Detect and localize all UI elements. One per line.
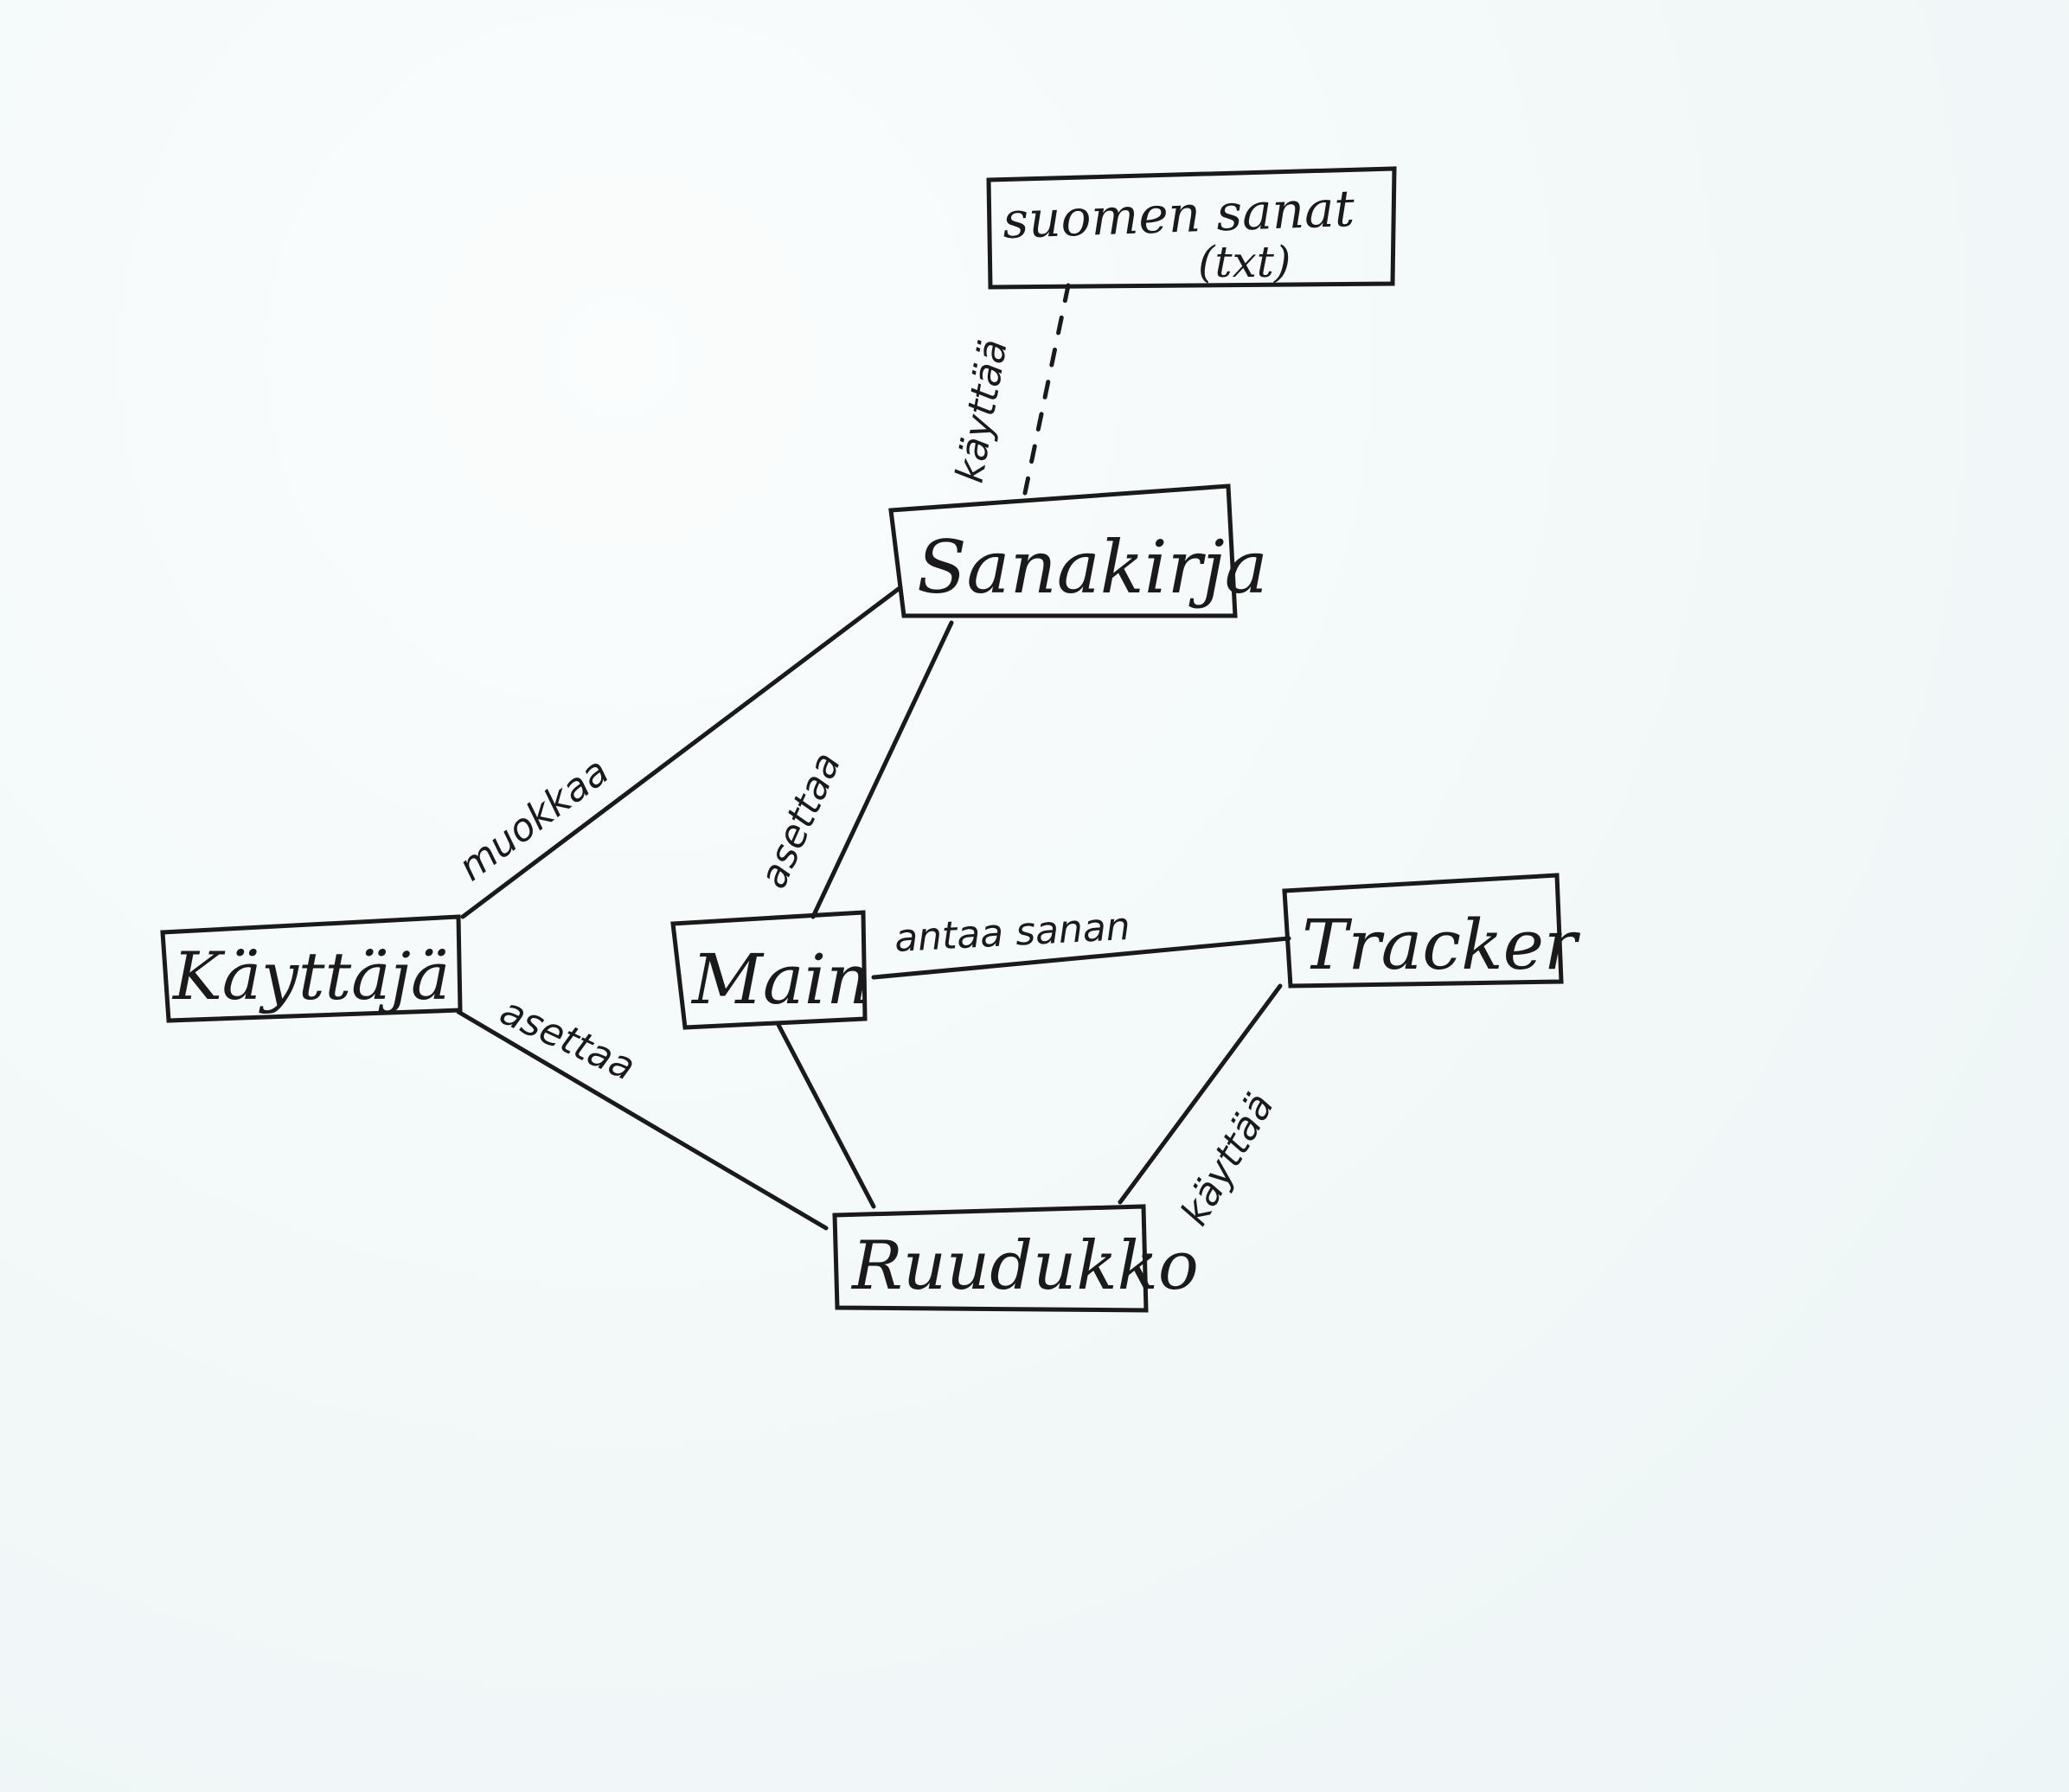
node-tracker-label: Tracker <box>1302 905 1581 985</box>
edge-main-ruudukko <box>776 1022 876 1209</box>
edge-label-sanakirja-suomen: käyttää <box>948 336 1016 486</box>
node-suomen-sanat-line1: suomen sanat <box>1002 179 1356 250</box>
node-ruudukko-label: Ruudukko <box>850 1227 1199 1305</box>
edge-kayttaja-sanakirja <box>460 586 902 919</box>
node-main: Main <box>670 910 871 1030</box>
node-suomen-sanat: suomen sanat (txt) <box>986 166 1397 290</box>
node-ruudukko: Ruudukko <box>832 1204 1199 1313</box>
node-suomen-sanat-line2: (txt) <box>1198 237 1291 287</box>
node-sanakirja-label: Sanakirja <box>917 525 1268 610</box>
node-main-label: Main <box>690 939 871 1020</box>
node-sanakirja: Sanakirja <box>888 483 1268 618</box>
edge-label-main-tracker: antaa sanan <box>894 905 1131 961</box>
edge-kayttaja-ruudukko <box>456 1009 829 1231</box>
edge-tracker-ruudukko <box>1118 983 1283 1205</box>
node-kayttaja: Käyttäjä <box>160 914 463 1023</box>
edge-sanakirja-main <box>810 620 954 919</box>
edge-sanakirja-suomen-sanat <box>1022 283 1071 496</box>
node-tracker: Tracker <box>1282 873 1581 989</box>
edge-main-tracker <box>871 936 1291 980</box>
node-kayttaja-label: Käyttäjä <box>171 938 450 1014</box>
